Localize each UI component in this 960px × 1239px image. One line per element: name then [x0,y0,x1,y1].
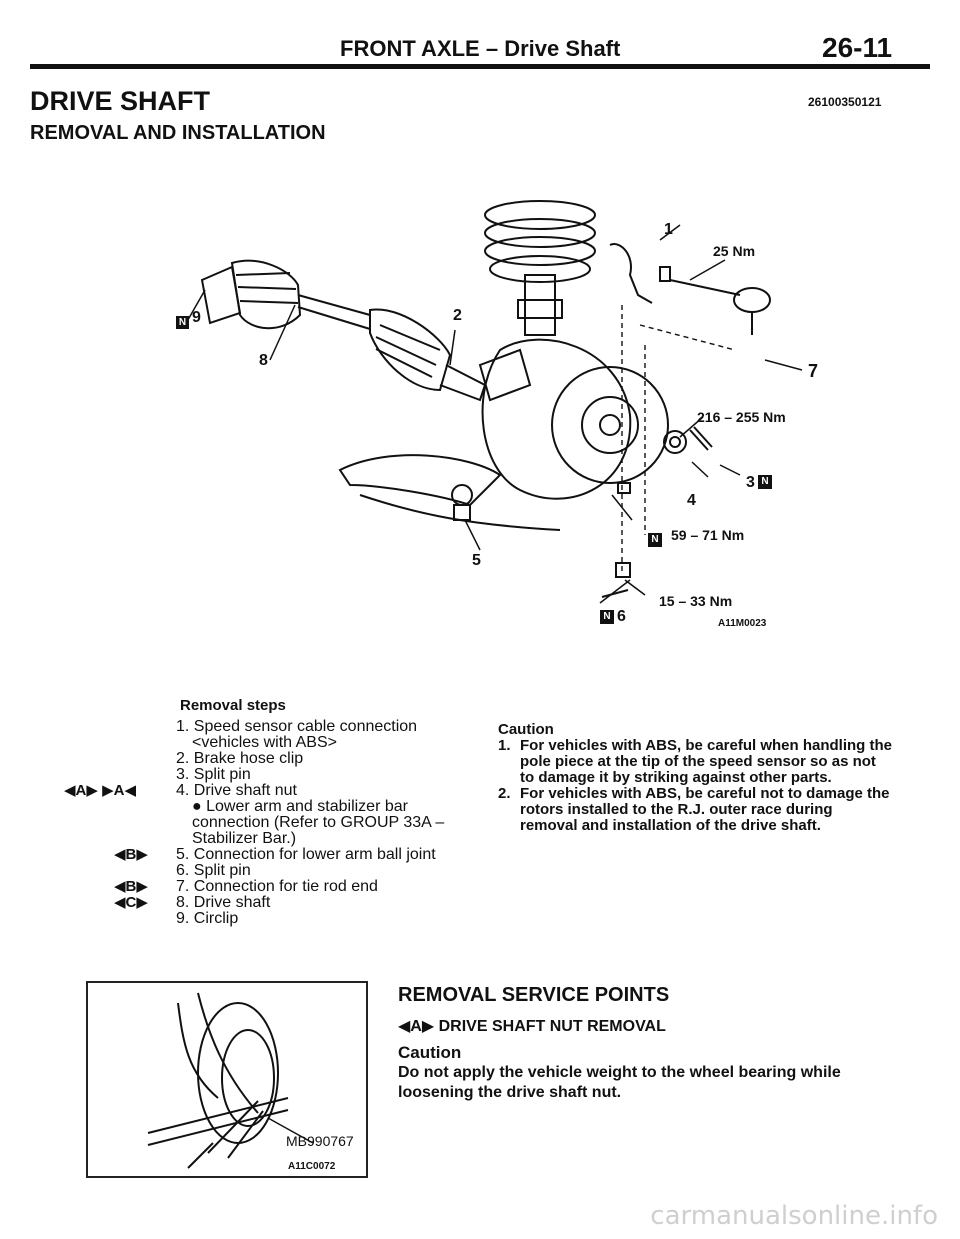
removal-step: ◀B▶ 5. Connection for lower arm ball join… [114,846,476,863]
caution-item: 2. For vehicles with ABS, be careful not … [498,786,894,834]
torque-59-71: 59 – 71 Nm [671,527,745,543]
caution-block: Caution 1. For vehicles with ABS, be care… [498,722,894,834]
lower-nut-parts [601,482,631,598]
drive-shaft-diagram [184,200,803,604]
figure2-code: A11C0072 [288,1161,336,1172]
document-code: 26100350121 [808,95,882,109]
service-caution-title: Caution [398,1043,462,1062]
watermark: carmanualsonline.info [650,1201,938,1231]
callout-9: 9 [192,309,201,326]
removal-step-text: 9. Circlip [176,910,239,927]
removal-step: 9. Circlip [176,911,476,927]
service-point-marker: ◀A▶ [398,1018,435,1035]
new-part-mark-59: N [648,533,662,547]
removal-step-text: Stabilizer Bar.) [192,830,297,847]
tool-code: MB990767 [286,1133,354,1149]
leader-lines [621,305,736,575]
removal-step: 2. Brake hose clip [176,751,476,767]
removal-step: <vehicles with ABS> [176,735,476,751]
strut-assembly [484,200,596,336]
removal-steps-list: 1. Speed sensor cable connection<vehicle… [64,719,476,927]
removal-step-text: 2. Brake hose clip [176,750,304,767]
removal-step-text: <vehicles with ABS> [192,734,337,751]
caution-item-text: For vehicles with ABS, be careful not to… [520,785,890,834]
callout-5: 5 [472,552,481,569]
removal-step: connection (Refer to GROUP 33A – [176,815,476,831]
speed-sensor [609,243,671,304]
new-part-mark-6: N [600,610,614,624]
torque-15-33: 15 – 33 Nm [659,593,733,609]
removal-step-text: 1. Speed sensor cable connection [176,718,418,735]
step-indicator: ◀B▶ [114,878,148,895]
removal-step: 1. Speed sensor cable connection [176,719,476,735]
header-rule [30,64,930,69]
callout-8: 8 [259,352,268,369]
removal-step: Stabilizer Bar.) [176,831,476,847]
brake-disc-assembly [478,338,669,500]
diagram-code: A11M0023 [718,618,767,629]
new-part-mark-text: N [176,316,189,329]
caution-item-number: 1. [498,737,511,754]
removal-step: ◀B▶ 7. Connection for tie rod end [114,878,476,895]
caution-items: 1. For vehicles with ABS, be careful when… [498,738,894,834]
nut-removal-figure: MB990767 A11C0072 [86,981,368,1178]
header-title: FRONT AXLE – Drive Shaft [340,36,620,62]
removal-step-text: 3. Split pin [176,766,251,783]
callout-2: 2 [453,307,462,324]
step-indicator: ◀C▶ [114,894,148,911]
caution-item-number: 2. [498,785,511,802]
section-subtitle: REMOVAL AND INSTALLATION [30,122,326,144]
caution-title: Caution [498,721,554,738]
removal-step: ● Lower arm and stabilizer bar [176,799,476,815]
removal-step: 3. Split pin [176,767,476,783]
new-part-mark: N [176,312,189,330]
removal-step-text: ● Lower arm and stabilizer bar [192,798,408,815]
drive-shaft-illustration [200,259,487,402]
service-points-title: REMOVAL SERVICE POINTS [398,984,670,1006]
step-indicator: ◀B▶ [114,846,148,863]
header-title-text: FRONT AXLE – Drive Shaft [340,36,621,61]
removal-step-text: 6. Split pin [176,862,251,879]
section-title: DRIVE SHAFT [30,86,211,116]
torque-25: 25 Nm [713,243,756,259]
step-indicator: ◀A▶ ▶A◀ [64,782,136,799]
callout-1: 1 [664,221,673,238]
removal-steps-title: Removal steps [180,697,286,714]
nut-removal-illustration [147,992,314,1169]
hub-nut-parts [663,426,713,454]
new-part-mark-3: N [758,475,772,489]
removal-step-text: 8. Drive shaft [176,894,271,911]
service-point-subtitle: ◀A▶ DRIVE SHAFT NUT REMOVAL [398,1016,666,1036]
callout-6: 6 [617,608,626,625]
caution-item: 1. For vehicles with ABS, be careful when… [498,738,894,786]
removal-step-text: 5. Connection for lower arm ball joint [176,846,436,863]
removal-step-text: 7. Connection for tie rod end [176,878,378,895]
tie-rod-end [669,279,771,335]
service-point-subtitle-text: DRIVE SHAFT NUT REMOVAL [438,1018,666,1035]
page-number: 26-11 [822,32,893,63]
removal-step-text: 4. Drive shaft nut [176,782,297,799]
removal-step: 6. Split pin [176,863,476,879]
callout-4: 4 [687,492,696,509]
torque-216-255: 216 – 255 Nm [697,409,786,425]
caution-item-text: For vehicles with ABS, be careful when h… [520,737,893,786]
callout-7: 7 [808,361,819,381]
service-caution-text: Do not apply the vehicle weight to the w… [398,1064,841,1101]
removal-step-text: connection (Refer to GROUP 33A – [192,814,445,831]
removal-step: ◀A▶ ▶A◀ 4. Drive shaft nut [64,782,476,799]
removal-step: ◀C▶ 8. Drive shaft [114,894,476,911]
callout-3: 3 [746,474,755,491]
lower-arm-illustration [338,454,561,531]
